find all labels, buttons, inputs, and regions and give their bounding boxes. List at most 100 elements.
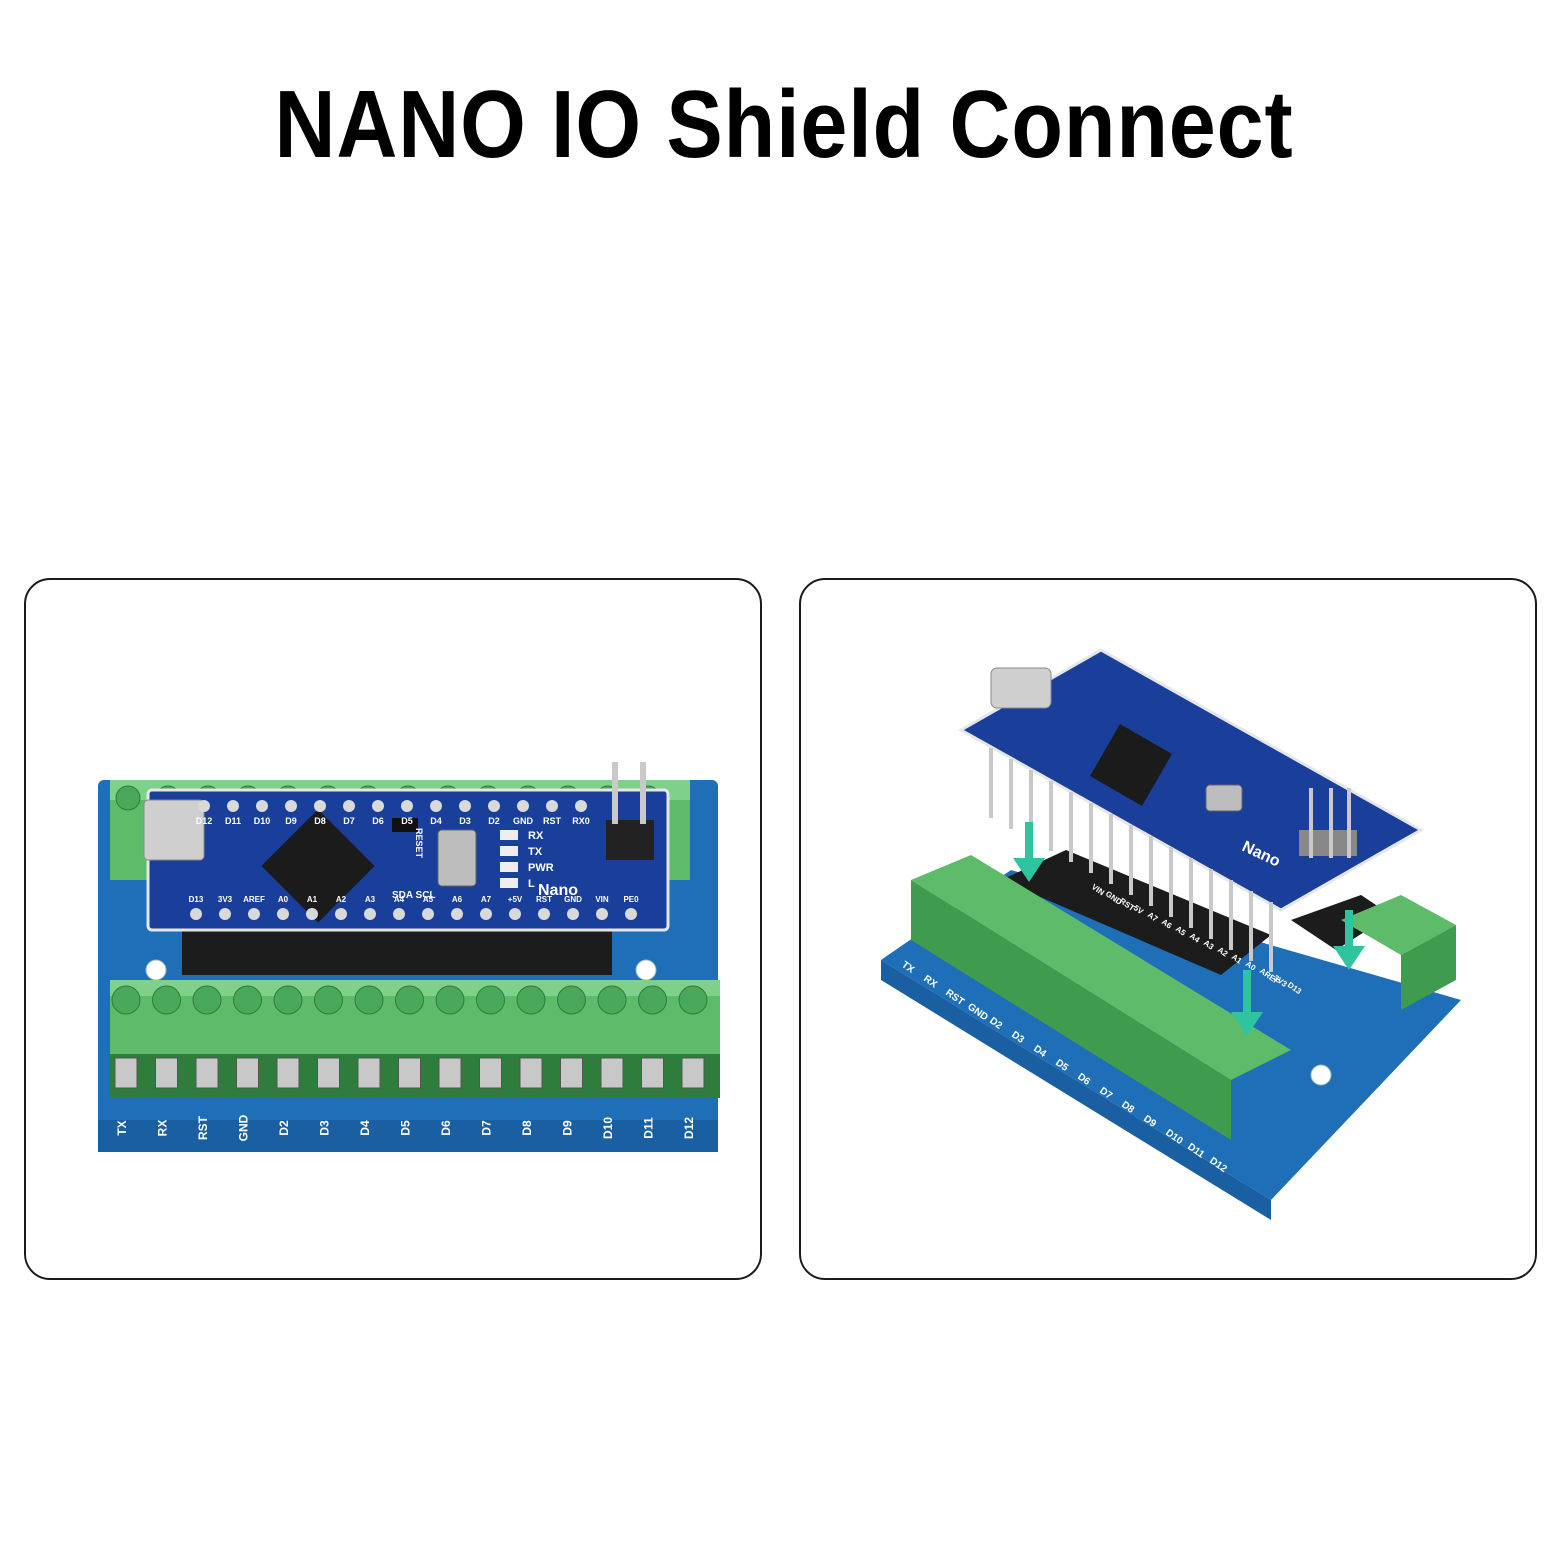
header-pin xyxy=(1169,847,1173,917)
header-pin xyxy=(459,800,471,812)
nano-pin-label: A2 xyxy=(336,895,347,904)
header-pin xyxy=(567,908,579,920)
header-pin xyxy=(1269,902,1273,972)
shield-pin-label: GND xyxy=(237,1114,251,1141)
nano-pin-label: D5 xyxy=(401,816,413,826)
screw-icon xyxy=(638,985,667,1089)
led-label-rx: RX xyxy=(528,830,544,842)
nano-pin-label: GND xyxy=(513,816,534,826)
icsp-header xyxy=(1299,788,1357,858)
header-pin xyxy=(190,908,202,920)
header-pin xyxy=(314,800,326,812)
shield-pin-label: D11 xyxy=(642,1117,656,1139)
header-pin xyxy=(596,908,608,920)
shield-pcb-edge xyxy=(98,1120,718,1152)
nano-pin-label: A0 xyxy=(278,895,289,904)
screw-icon xyxy=(557,985,586,1089)
insert-arrow-icon xyxy=(1231,970,1263,1036)
shield-pin-label: RST xyxy=(196,1115,210,1140)
mount-hole xyxy=(1310,1064,1332,1086)
header-pin xyxy=(1109,814,1113,884)
header-pin xyxy=(364,908,376,920)
header-pin xyxy=(1089,803,1093,873)
header-pin xyxy=(575,800,587,812)
mount-hole xyxy=(145,959,167,981)
header-pin xyxy=(1209,869,1213,939)
header-pin xyxy=(198,800,210,812)
header-pin xyxy=(343,800,355,812)
nano-pin-label: A4 xyxy=(394,895,405,904)
rear-terminal-block xyxy=(1341,895,1456,1010)
header-pin xyxy=(538,908,550,920)
nano-pin-label: RX0 xyxy=(572,816,590,826)
led-label-tx: TX xyxy=(528,846,543,858)
header-pin xyxy=(1229,880,1233,950)
nano-pin-label: GND xyxy=(564,895,582,904)
nano-pin-label: D7 xyxy=(343,816,355,826)
screw-icon xyxy=(354,985,384,1089)
nano-pin-label: +5V xyxy=(508,895,523,904)
header-pin xyxy=(1249,891,1253,961)
screw-icon xyxy=(435,985,465,1089)
header-pin xyxy=(285,800,297,812)
header-pin xyxy=(401,800,413,812)
female-header xyxy=(1001,850,1271,975)
nano-pin-label: D8 xyxy=(314,816,326,826)
nano-pin-label: A1 xyxy=(307,895,318,904)
screw-icon xyxy=(115,785,141,811)
header-pin xyxy=(451,908,463,920)
female-header xyxy=(182,925,612,975)
nano-pin-label: D9 xyxy=(285,816,297,826)
nano-pin-label: D12 xyxy=(196,816,213,826)
screw-icon xyxy=(111,985,141,1089)
header-pin xyxy=(256,800,268,812)
header-pin xyxy=(277,908,289,920)
header-pin xyxy=(989,748,993,818)
header-pin xyxy=(625,908,637,920)
header-pin xyxy=(227,800,239,812)
shield-pin-label: D6 xyxy=(439,1120,453,1136)
front-terminal-block xyxy=(911,855,1291,1140)
header-pin xyxy=(1129,825,1133,895)
nano-pin-label: A5 xyxy=(423,895,434,904)
screw-icon xyxy=(597,985,627,1089)
shield-pin-label: D9 xyxy=(561,1120,575,1136)
nano-pin-label: RST xyxy=(543,816,562,826)
header-pin xyxy=(335,908,347,920)
header-pin xyxy=(248,908,260,920)
screw-icon xyxy=(273,985,303,1089)
screw-icon xyxy=(678,985,708,1089)
nano-pin-label: RST xyxy=(536,895,552,904)
nano-board: RX TX PWR L Nano RESET SDA SCL xyxy=(143,788,670,932)
female-header xyxy=(1291,895,1391,950)
header-pin xyxy=(488,800,500,812)
nano-pin-label: D11 xyxy=(225,816,241,826)
screw-icon xyxy=(192,985,222,1089)
nano-pin-label: A7 xyxy=(481,895,492,904)
header-pin xyxy=(1029,770,1033,840)
header-pin xyxy=(546,800,558,812)
nano-pin-label: D4 xyxy=(430,816,442,826)
shield-pin-label: D10 xyxy=(601,1117,615,1139)
front-terminal-screws xyxy=(111,985,708,1089)
nano-name-label: Nano xyxy=(538,882,578,899)
header-pin xyxy=(372,800,384,812)
header-pin xyxy=(1049,781,1053,851)
insert-arrow-icon xyxy=(1333,910,1365,970)
nano-pin-label: VIN xyxy=(595,895,609,904)
header-pin xyxy=(430,800,442,812)
screw-icon xyxy=(314,985,343,1089)
header-pin xyxy=(480,908,492,920)
header-pin xyxy=(422,908,434,920)
header-pin xyxy=(509,908,521,920)
shield-pin-label: D7 xyxy=(480,1120,494,1136)
nano-header-pins xyxy=(989,748,1273,972)
nano-pin-label: D2 xyxy=(488,816,500,826)
nano-pin-label: D6 xyxy=(372,816,384,826)
shield-pin-label: TX xyxy=(115,1120,129,1135)
